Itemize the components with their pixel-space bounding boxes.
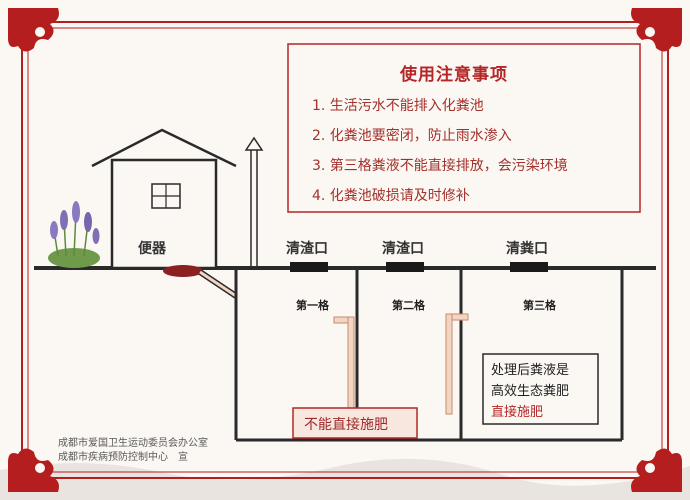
chamber-label-1: 第一格 [296, 299, 329, 312]
notice-item-1: 1. 生活污水不能排入化粪池 [312, 98, 484, 114]
cleanout-cap-1 [290, 262, 328, 272]
warning-box [292, 407, 418, 439]
manure-outlet-label: 清粪口 [506, 241, 548, 257]
treated-note-line-2: 高效生态粪肥 [491, 384, 570, 399]
treated-note-box [482, 353, 599, 425]
treated-note-line-3: 直接施肥 [491, 405, 544, 420]
chamber-label-2: 第二格 [392, 299, 425, 312]
toilet-label: 便器 [138, 241, 166, 257]
vent-pipe [244, 136, 264, 268]
footer-org-1: 成都市爱国卫生运动委员会办公室 [58, 438, 208, 449]
cleanout-label-2: 清渣口 [382, 241, 424, 257]
notice-box [287, 43, 641, 213]
notice-item-2: 2. 化粪池要密闭，防止雨水渗入 [312, 128, 512, 144]
notice-item-3: 3. 第三格粪液不能直接排放，会污染环境 [312, 158, 568, 174]
footer-org-2: 成都市疾病预防控制中心 宣 [58, 452, 188, 463]
cleanout-label-1: 清渣口 [286, 241, 328, 257]
toilet-bowl [163, 265, 203, 277]
manure-outlet-cap [510, 262, 548, 272]
treated-note-line-1: 处理后粪液是 [491, 363, 570, 378]
lavender-plant [48, 201, 100, 268]
cleanout-cap-2 [386, 262, 424, 272]
notice-item-4: 4. 化粪池破损请及时修补 [312, 188, 470, 204]
house [91, 128, 237, 270]
chamber-label-3: 第三格 [523, 299, 556, 312]
notice-title: 使用注意事项 [400, 65, 508, 85]
decorative-frame [8, 8, 682, 492]
warning-text: 不能直接施肥 [304, 417, 388, 433]
